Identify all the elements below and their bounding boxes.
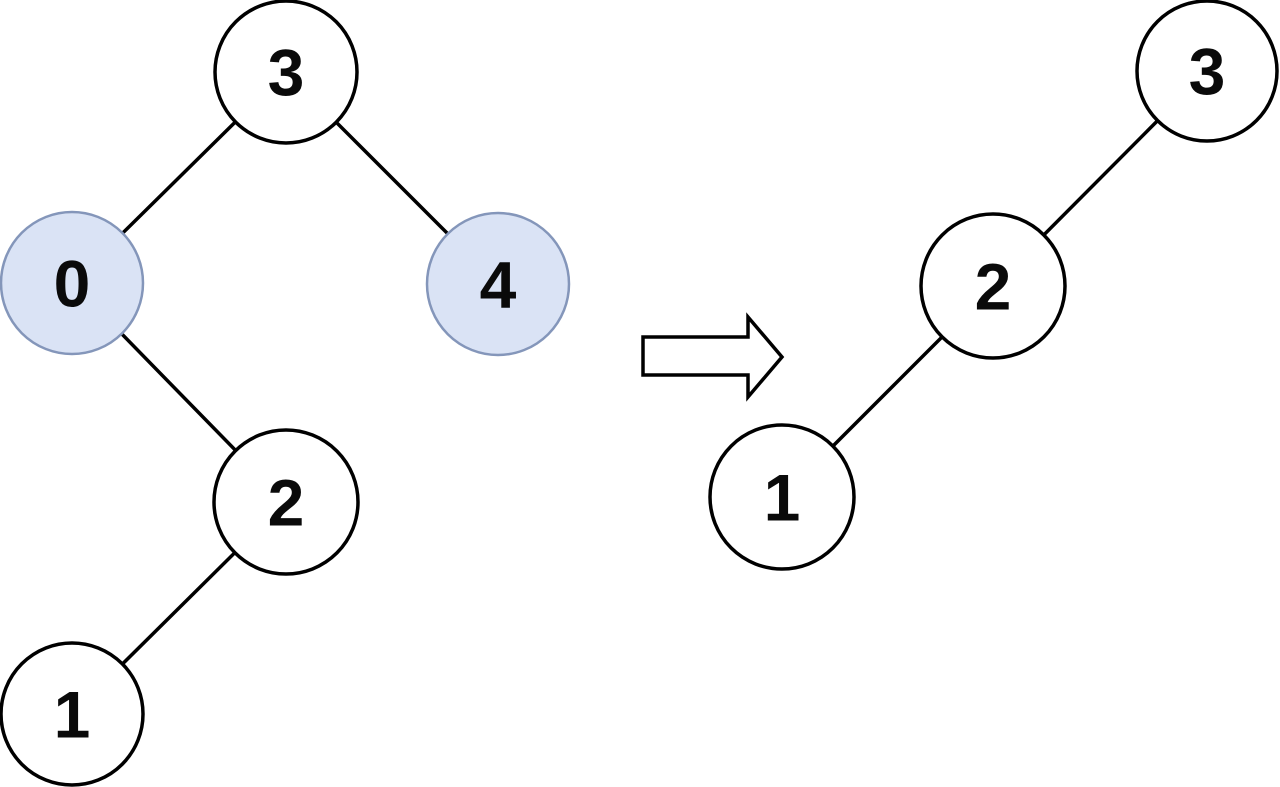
node-label: 3 [268, 35, 305, 109]
node-circle [213, 0, 359, 145]
node-label: 2 [268, 465, 305, 539]
tree-node-before-1: 1 [0, 641, 145, 787]
node-circle [919, 212, 1067, 360]
node-label: 1 [54, 677, 91, 751]
node-label: 2 [975, 249, 1012, 323]
tree-node-before-3: 3 [213, 0, 359, 145]
transform-arrow-icon [641, 312, 785, 402]
node-circle [708, 423, 856, 571]
tree-node-before-4: 4 [425, 211, 571, 357]
tree-node-after-3: 3 [1135, 0, 1279, 143]
tree-node-before-0: 0 [0, 210, 145, 356]
node-label: 4 [480, 247, 517, 321]
tree-node-after-2: 2 [919, 212, 1067, 360]
node-label: 3 [1189, 34, 1226, 108]
node-circle-highlighted [0, 210, 145, 356]
tree-node-before-2: 2 [212, 428, 360, 576]
node-circle [212, 428, 360, 576]
tree-node-after-1: 1 [708, 423, 856, 571]
node-circle [1135, 0, 1279, 143]
node-label: 0 [54, 246, 91, 320]
node-label: 1 [764, 460, 801, 534]
node-circle [0, 641, 145, 787]
node-circle-highlighted [425, 211, 571, 357]
